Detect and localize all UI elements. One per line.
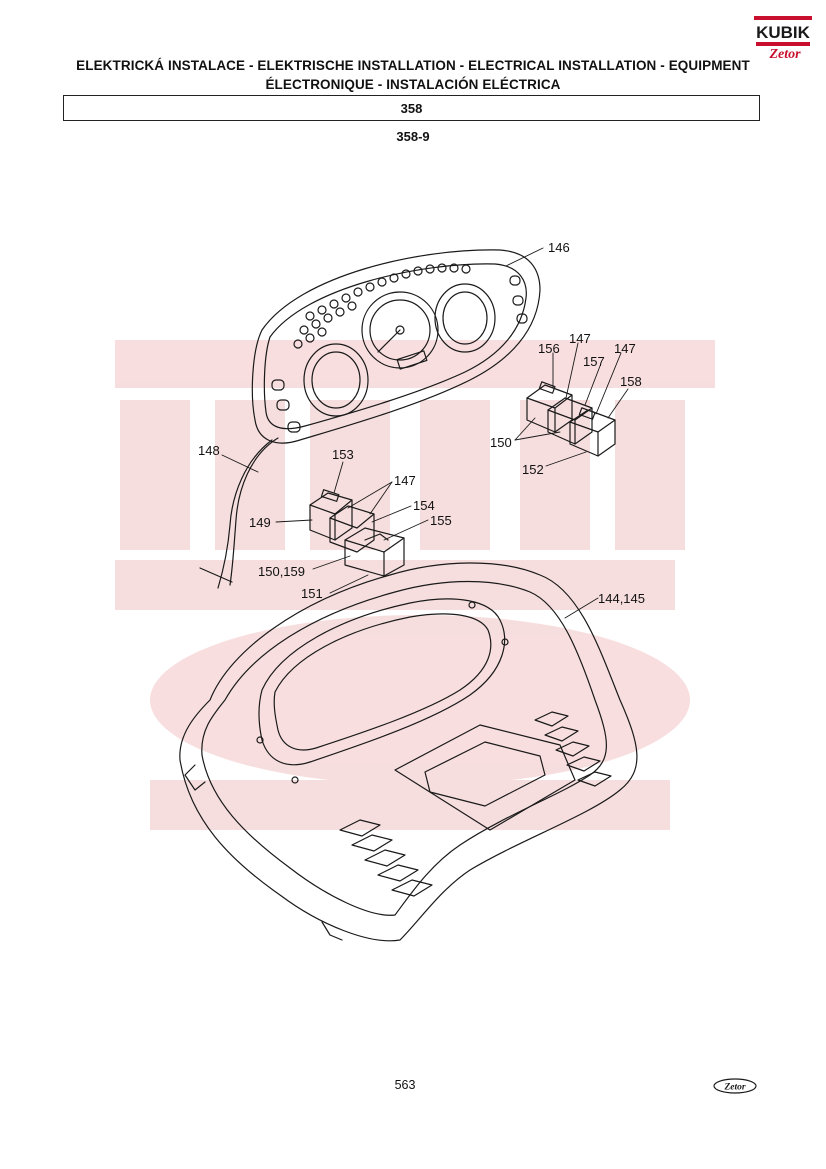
section-number: 358	[400, 100, 423, 116]
callout-147-a: 147	[569, 331, 591, 346]
callout-148: 148	[198, 443, 220, 458]
callout-144-145: 144,145	[598, 591, 645, 606]
callout-147-c: 147	[394, 473, 416, 488]
callout-150-159: 150,159	[258, 564, 305, 579]
footer-logo-text: Zetor	[723, 1083, 745, 1093]
callout-155: 155	[430, 513, 452, 528]
switch-group-right	[526, 381, 616, 457]
callout-156: 156	[538, 341, 560, 356]
zetor-footer-logo: Zetor	[713, 1078, 757, 1094]
instrument-cluster	[251, 249, 541, 444]
callout-147-b: 147	[614, 341, 636, 356]
switch-group-left	[309, 489, 405, 577]
callout-146: 146	[548, 240, 570, 255]
callout-154: 154	[413, 498, 435, 513]
callout-150: 150	[490, 435, 512, 450]
leader-lines	[221, 247, 629, 619]
page-number: 563	[394, 1078, 416, 1092]
callout-149: 149	[249, 515, 271, 530]
page-title-line1: ELEKTRICKÁ INSTALACE - ELEKTRISCHE INSTA…	[76, 58, 750, 73]
kubik-zetor-logo: KUBIK Zetor	[754, 16, 812, 62]
callout-152: 152	[522, 462, 544, 477]
dashboard-panel	[179, 562, 638, 942]
cable-harness	[229, 437, 279, 586]
callout-151: 151	[301, 586, 323, 601]
callout-158: 158	[620, 374, 642, 389]
logo-subtext: Zetor	[768, 47, 801, 62]
callout-153: 153	[332, 447, 354, 462]
page-title-line2: ÉLECTRONIQUE - INSTALACIÓN ELÉCTRICA	[265, 77, 561, 92]
subsection-number: 358-9	[396, 129, 430, 144]
background-watermark	[115, 340, 715, 830]
logo-text: KUBIK	[756, 23, 811, 42]
section-number-box: 358	[63, 95, 760, 121]
callout-157: 157	[583, 354, 605, 369]
